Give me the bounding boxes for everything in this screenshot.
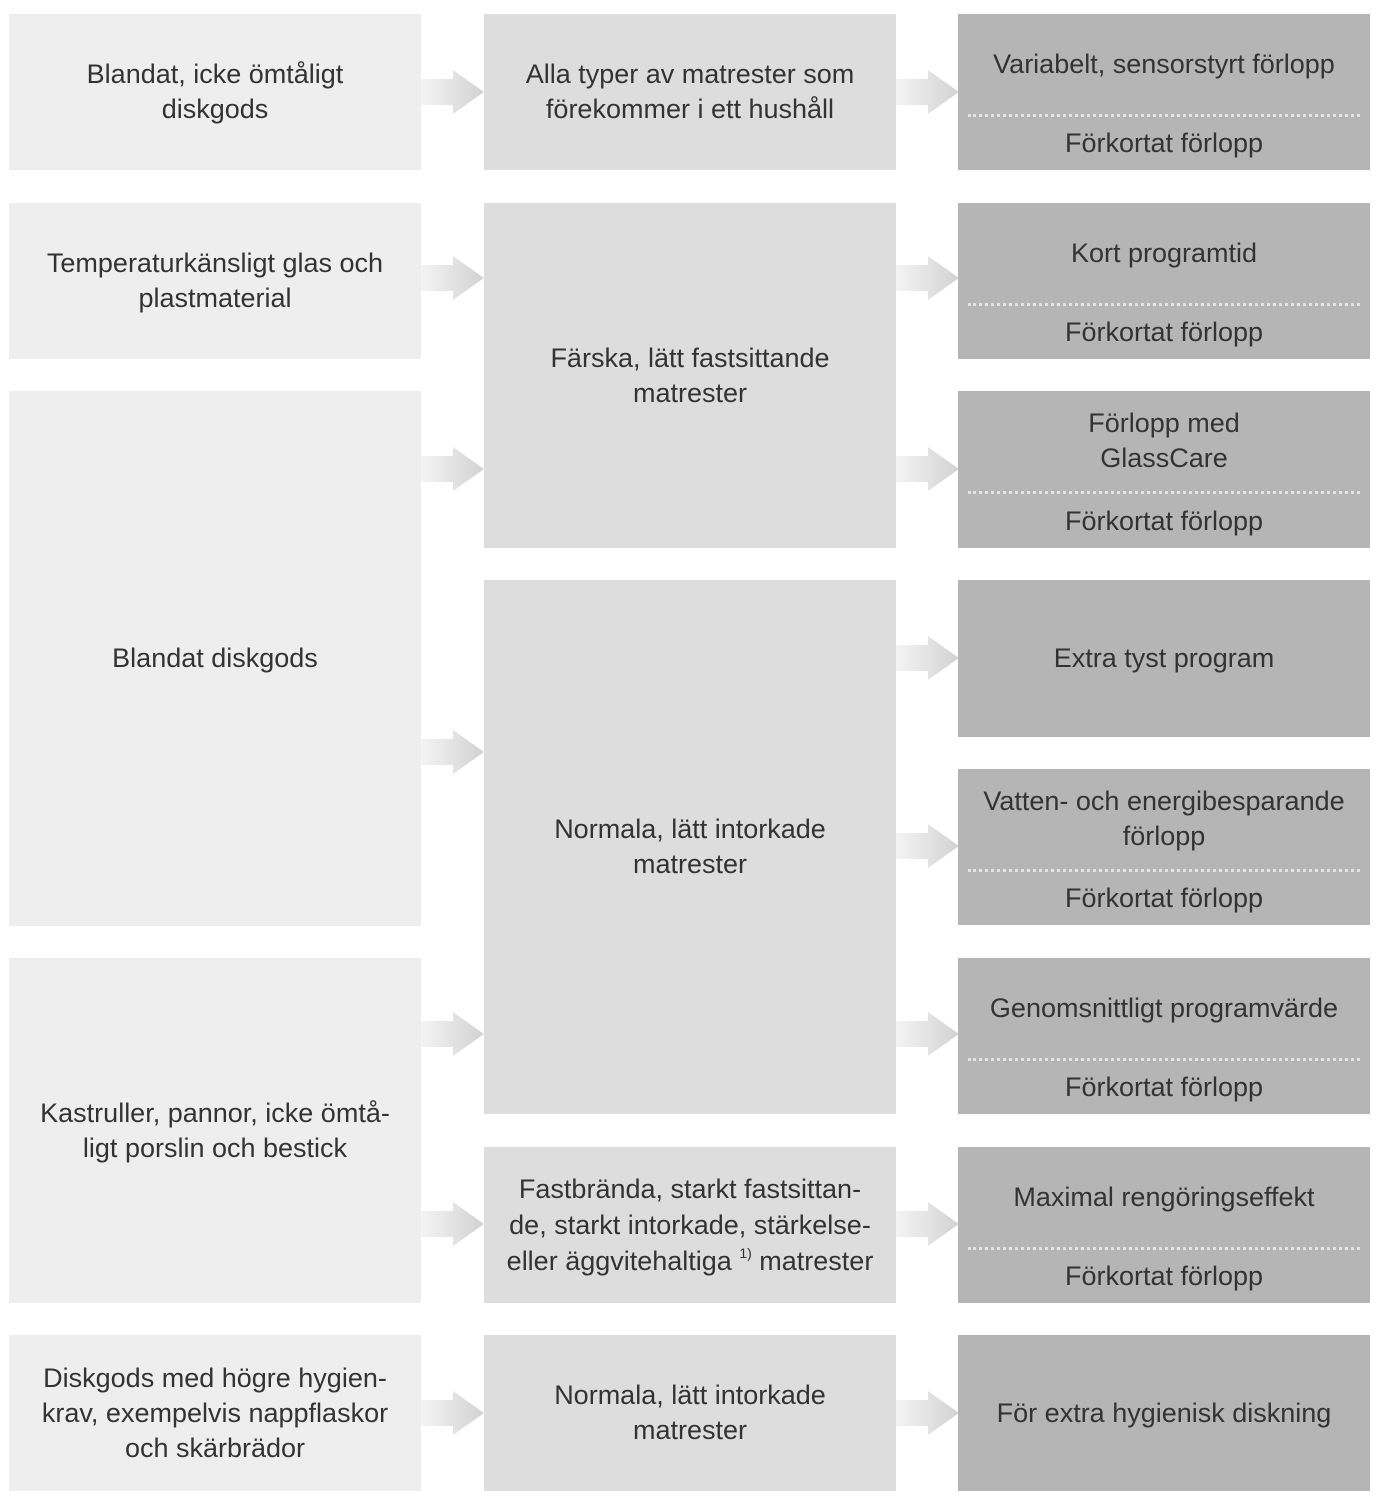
program-vatten-energi: Vatten- och energibesparande förlopp För… bbox=[958, 769, 1370, 925]
program-main: Variabelt, sensorstyrt förlopp bbox=[958, 14, 1370, 114]
flow-arrow bbox=[421, 1391, 484, 1435]
source-label: Diskgods med högre hygien- krav, exempel… bbox=[41, 1362, 389, 1463]
program-option-label: Förkortat förlopp bbox=[1064, 1072, 1264, 1102]
residue-label: Normala, lätt intorkade matrester bbox=[554, 814, 826, 879]
flow-arrow bbox=[421, 447, 484, 491]
program-main: Extra tyst program bbox=[958, 580, 1370, 737]
program-option-label: Förkortat förlopp bbox=[1064, 317, 1264, 347]
residue-normala: Normala, lätt intorkade matrester bbox=[484, 580, 896, 1114]
program-option: Förkortat förlopp bbox=[958, 117, 1370, 170]
program-option: Förkortat förlopp bbox=[958, 494, 1370, 548]
program-option-label: Förkortat förlopp bbox=[1064, 883, 1264, 913]
residue-farska: Färska, lätt fastsittande matrester bbox=[484, 203, 896, 548]
source-label: Blandat, icke ömtåligt diskgods bbox=[86, 59, 344, 124]
flow-arrow bbox=[896, 70, 959, 114]
program-main: Genomsnittligt programvärde bbox=[958, 958, 1370, 1058]
residue-line: de, starkt intorkade, stärkelse- bbox=[509, 1210, 871, 1240]
program-main: Maximal rengöringseffekt bbox=[958, 1147, 1370, 1247]
residue-line: eller äggvitehaltiga bbox=[506, 1246, 740, 1276]
residue-fastbranda: Fastbrända, starkt fastsittan- de, stark… bbox=[484, 1147, 896, 1303]
program-main: Kort programtid bbox=[958, 203, 1370, 303]
program-option: Förkortat förlopp bbox=[958, 1061, 1370, 1114]
residue-normala-hygien: Normala, lätt intorkade matrester bbox=[484, 1335, 896, 1491]
source-blandat-icke-omtaligt: Blandat, icke ömtåligt diskgods bbox=[9, 14, 421, 170]
source-blandat-diskgods: Blandat diskgods bbox=[9, 391, 421, 926]
flow-arrow bbox=[421, 730, 484, 774]
residue-label: Alla typer av matrester som förekommer i… bbox=[525, 59, 855, 124]
flow-arrow bbox=[896, 447, 959, 491]
residue-line: Fastbrända, starkt fastsittan- bbox=[518, 1174, 862, 1204]
flow-arrow bbox=[896, 1012, 959, 1056]
program-genomsnittligt: Genomsnittligt programvärde Förkortat fö… bbox=[958, 958, 1370, 1114]
program-glasscare: Förlopp med GlassCare Förkortat förlopp bbox=[958, 391, 1370, 548]
flow-arrow bbox=[421, 1012, 484, 1056]
flow-arrow bbox=[421, 70, 484, 114]
program-main: Förlopp med GlassCare bbox=[958, 391, 1370, 491]
dotted-separator bbox=[968, 1247, 1360, 1250]
program-maximal: Maximal rengöringseffekt Förkortat förlo… bbox=[958, 1147, 1370, 1303]
residue-alla-typer: Alla typer av matrester som förekommer i… bbox=[484, 14, 896, 170]
program-main: Vatten- och energibesparande förlopp bbox=[958, 769, 1370, 869]
source-label: Kastruller, pannor, icke ömtå- ligt pors… bbox=[40, 1097, 390, 1163]
flow-arrow bbox=[421, 256, 484, 300]
program-option: Förkortat förlopp bbox=[958, 1250, 1370, 1303]
program-main-label: Vatten- och energibesparande förlopp bbox=[983, 786, 1345, 851]
dotted-separator bbox=[968, 1058, 1360, 1061]
program-main-label: För extra hygienisk diskning bbox=[996, 1397, 1332, 1428]
program-main-label: Genomsnittligt programvärde bbox=[989, 992, 1339, 1023]
residue-label: Fastbrända, starkt fastsittan- de, stark… bbox=[507, 1171, 874, 1279]
program-main-label: Förlopp med GlassCare bbox=[1088, 408, 1240, 473]
source-label: Blandat diskgods bbox=[112, 643, 318, 673]
program-option: Förkortat förlopp bbox=[958, 872, 1370, 925]
flow-arrow bbox=[896, 256, 959, 300]
residue-line: matrester bbox=[751, 1246, 874, 1276]
program-main: För extra hygienisk diskning bbox=[958, 1335, 1370, 1491]
program-variabelt: Variabelt, sensorstyrt förlopp Förkortat… bbox=[958, 14, 1370, 170]
flow-arrow bbox=[896, 1202, 959, 1246]
dotted-separator bbox=[968, 491, 1360, 494]
program-option-label: Förkortat förlopp bbox=[1064, 1261, 1264, 1291]
program-main-label: Maximal rengöringseffekt bbox=[1013, 1181, 1315, 1212]
program-kort-programtid: Kort programtid Förkortat förlopp bbox=[958, 203, 1370, 359]
program-option-label: Förkortat förlopp bbox=[1064, 128, 1264, 158]
source-label: Temperaturkänsligt glas och plastmateria… bbox=[46, 248, 384, 313]
dotted-separator bbox=[968, 303, 1360, 306]
program-extra-tyst: Extra tyst program bbox=[958, 580, 1370, 737]
source-temperaturkansligt: Temperaturkänsligt glas och plastmateria… bbox=[9, 203, 421, 359]
residue-label: Färska, lätt fastsittande matrester bbox=[550, 342, 830, 408]
dotted-separator bbox=[968, 114, 1360, 117]
source-hygienkrav: Diskgods med högre hygien- krav, exempel… bbox=[9, 1335, 421, 1491]
flow-arrow bbox=[896, 636, 959, 680]
program-option-label: Förkortat förlopp bbox=[1064, 505, 1264, 536]
program-hygienisk: För extra hygienisk diskning bbox=[958, 1335, 1370, 1491]
flow-arrow bbox=[896, 1391, 959, 1435]
residue-label: Normala, lätt intorkade matrester bbox=[554, 1380, 826, 1445]
program-main-label: Extra tyst program bbox=[1053, 643, 1275, 673]
source-kastruller: Kastruller, pannor, icke ömtå- ligt pors… bbox=[9, 958, 421, 1303]
program-main-label: Variabelt, sensorstyrt förlopp bbox=[993, 48, 1335, 79]
flow-arrow bbox=[896, 824, 959, 868]
footnote-marker: 1) bbox=[739, 1245, 752, 1261]
dotted-separator bbox=[968, 869, 1360, 872]
flow-arrow bbox=[421, 1202, 484, 1246]
program-option: Förkortat förlopp bbox=[958, 306, 1370, 359]
program-main-label: Kort programtid bbox=[1070, 237, 1258, 268]
